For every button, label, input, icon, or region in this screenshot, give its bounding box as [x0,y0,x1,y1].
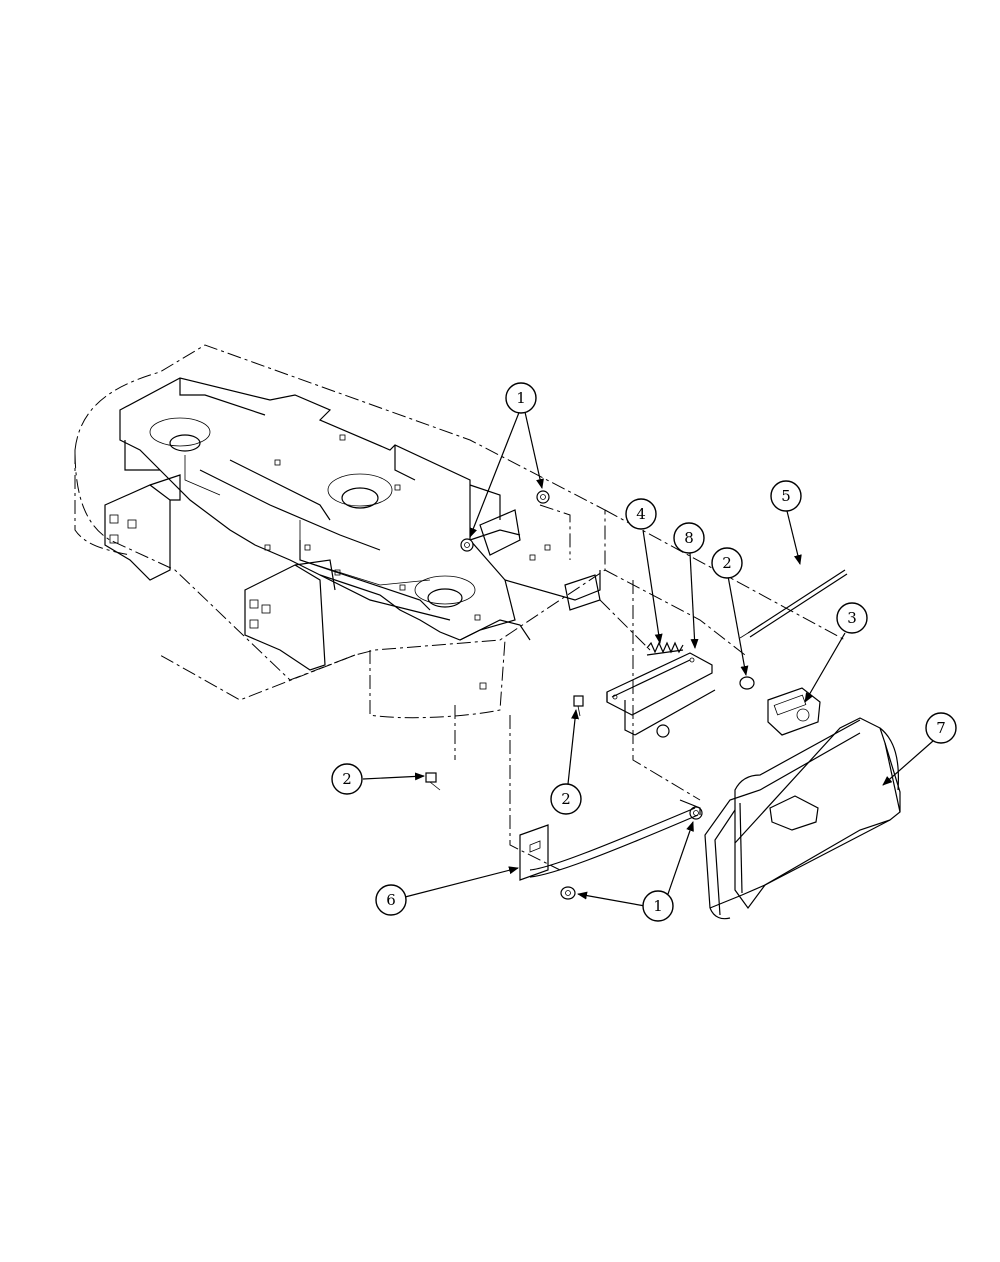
callout-label: 2 [722,554,732,572]
callout-2-left: 2 [331,763,363,795]
callout-label: 2 [342,770,352,788]
hex-nut-top-right [536,490,550,504]
callout-7: 7 [925,712,957,744]
deck-frame [104,377,601,690]
callout-label: 6 [386,891,396,909]
hex-nut-top-left [460,538,474,552]
discharge-deflector [704,717,901,920]
callout-label: 4 [636,505,646,523]
torsion-spring [646,641,684,656]
mower-deck [74,344,846,871]
deflector-arm [519,799,701,881]
callout-label: 1 [516,389,526,407]
hinge-bracket [606,652,716,736]
decal [767,687,821,736]
callout-1-bottom: 1 [642,890,674,922]
callout-label: 7 [936,719,946,737]
callout-8: 8 [673,522,705,554]
callout-label: 1 [653,897,663,915]
leader-lines [362,409,934,907]
callout-6: 6 [375,884,407,916]
hinge-rod [739,569,848,639]
clevis-pin-lower [656,724,670,738]
callout-2-right: 2 [711,547,743,579]
callout-2-middle: 2 [550,783,582,815]
callout-label: 8 [684,529,694,547]
callout-3: 3 [836,602,868,634]
callout-label: 5 [781,487,791,505]
callout-label: 2 [561,790,571,808]
callout-4: 4 [625,498,657,530]
hardware [425,490,755,900]
callout-5: 5 [770,480,802,512]
callout-1-top: 1 [505,382,537,414]
clevis-pin-rod-end [739,676,755,690]
callout-label: 3 [847,609,857,627]
hex-nut-bottom [560,886,576,900]
bolt-left [425,772,441,791]
